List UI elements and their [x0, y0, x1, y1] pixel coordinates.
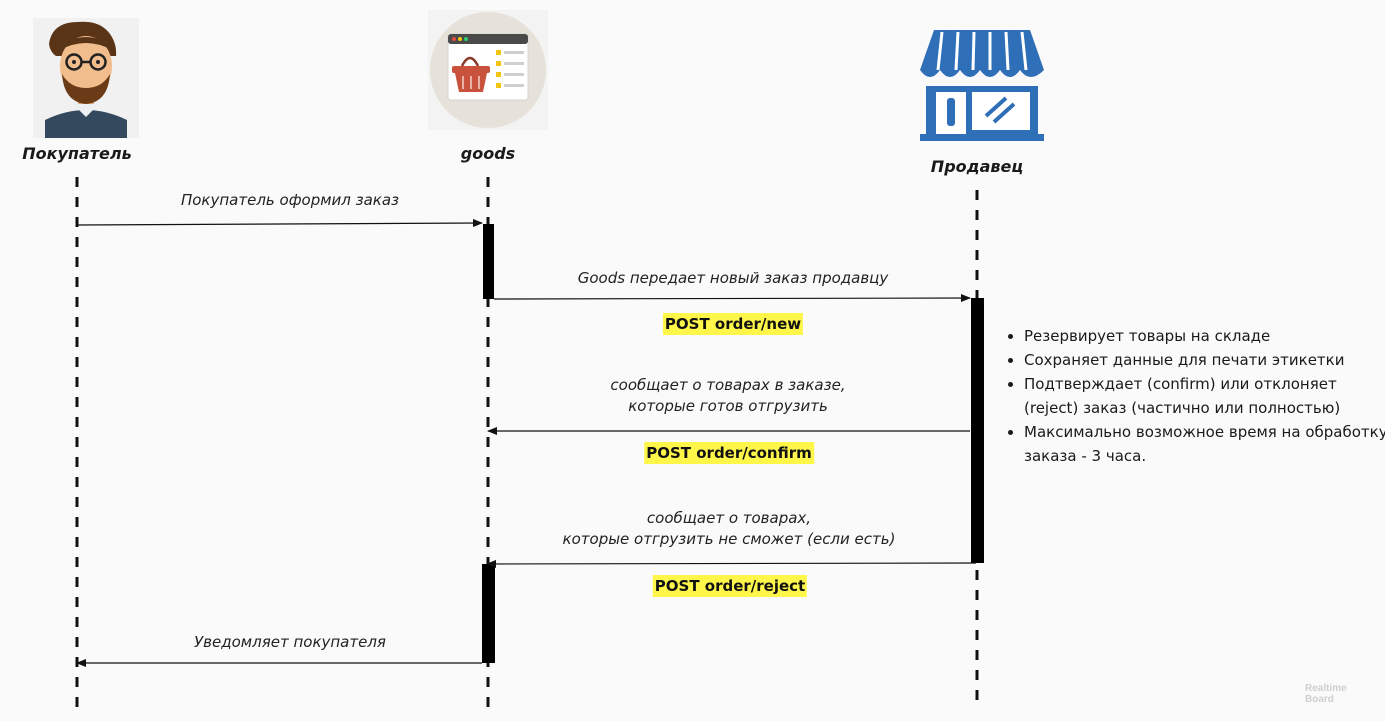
seller-activation-bar: [971, 298, 984, 563]
watermark-line: Realtime: [1305, 683, 1347, 694]
message-label-line: которые готов отгрузить: [628, 397, 828, 415]
message-label: сообщает о товарах в заказе, которые гот…: [610, 375, 845, 417]
message-arrow: [76, 219, 483, 228]
message-label-line: сообщает о товарах в заказе,: [610, 376, 846, 394]
message-label: Уведомляет покупателя: [194, 633, 386, 651]
seller-notes-list: Резервирует товары на складе Сохраняет д…: [1006, 324, 1385, 468]
note-item: Максимально возможное время на обработку…: [1024, 420, 1385, 468]
goods-basket-icon: [428, 10, 548, 130]
message-label-line: которые отгрузить не сможет (если есть): [562, 530, 896, 548]
message-label: Покупатель оформил заказ: [180, 191, 400, 209]
goods-activation-bar: [483, 224, 494, 299]
actor-label-seller: Продавец: [930, 157, 1024, 176]
api-endpoint-label: POST order/confirm: [644, 442, 814, 464]
note-item: Подтверждает (confirm) или отклоняет (re…: [1024, 372, 1385, 420]
message-label: сообщает о товарах, которые отгрузить не…: [563, 508, 896, 550]
realtime-board-watermark: Realtime Board: [1305, 683, 1347, 705]
note-item: Сохраняет данные для печати этикетки: [1024, 348, 1385, 372]
note-item: Резервирует товары на складе: [1024, 324, 1385, 348]
goods-activation-bar: [482, 564, 495, 663]
api-endpoint-label: POST order/reject: [652, 575, 808, 597]
watermark-line: Board: [1305, 694, 1334, 705]
message-label: Goods передает новый заказ продавцу: [577, 269, 889, 287]
api-endpoint-label: POST order/new: [662, 313, 804, 335]
actor-label-buyer: Покупатель: [22, 144, 132, 163]
message-arrow: [493, 294, 971, 303]
storefront-icon: [920, 30, 1044, 141]
message-arrow: [486, 559, 977, 568]
actor-label-goods: goods: [460, 144, 516, 163]
buyer-avatar-icon: [33, 18, 139, 138]
message-label-line: сообщает о товарах,: [646, 509, 812, 527]
